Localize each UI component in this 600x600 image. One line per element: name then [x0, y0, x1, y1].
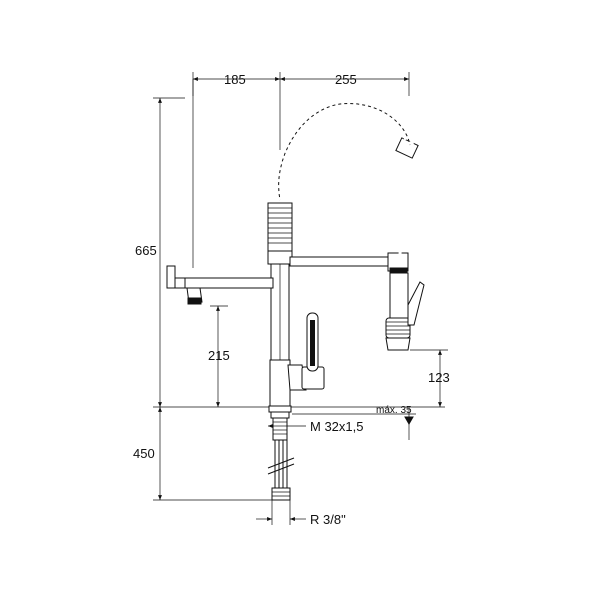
base-max-dimension — [292, 407, 416, 440]
spray-height-dimension — [410, 349, 448, 407]
dim-665-label: 665 — [135, 243, 157, 258]
spring-coil — [274, 99, 414, 201]
under-length-dimension — [153, 407, 275, 501]
dim-450-label: 450 — [133, 446, 155, 461]
dim-123-label: 123 — [428, 370, 450, 385]
faucet-body — [166, 99, 425, 501]
dim-215-label: 215 — [208, 348, 230, 363]
dim-max35-label: máx. 35 — [376, 405, 412, 416]
dim-185-label: 185 — [224, 72, 246, 87]
spout-height-dimension — [210, 305, 228, 407]
height-dimension-lines — [153, 97, 445, 408]
thread-bottom-dimension — [256, 500, 306, 525]
thread-top-label: M 32x1,5 — [310, 419, 363, 434]
top-dimension-lines — [192, 72, 410, 268]
dim-255-label: 255 — [335, 72, 357, 87]
thread-bottom-label: R 3/8" — [310, 512, 346, 527]
